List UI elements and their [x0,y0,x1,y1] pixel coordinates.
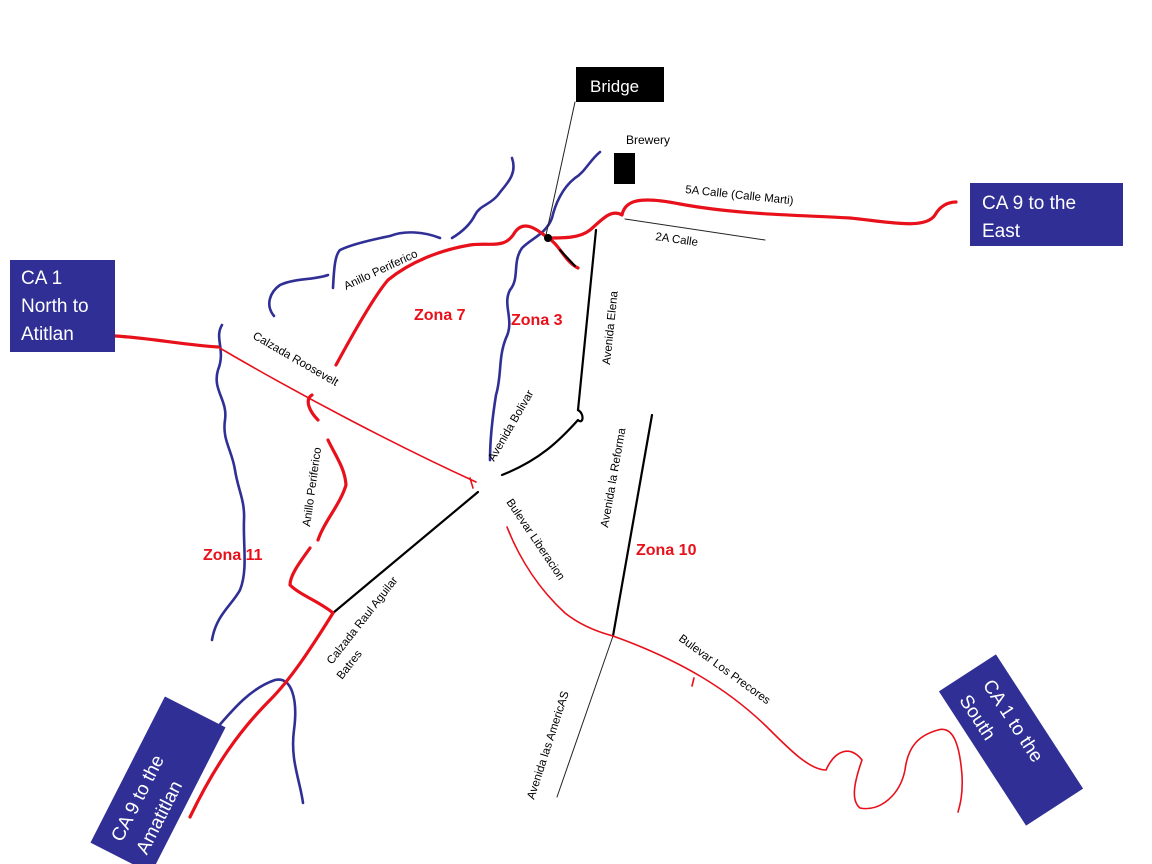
river-north-upper [450,156,515,240]
street-label-calzada-roosevelt: Calzada Roosevelt [251,330,341,389]
street-label-bulevar-los-proceres: Bulevar Los Precores [676,633,772,707]
brewery-box [614,153,635,184]
avenida-la-reforma-line [611,413,654,638]
bridge-pointer [545,101,576,236]
street-label-anillo-periferico-north: Anillo Periferico [342,248,419,293]
route-ca9-east-line1: CA 9 to the [982,193,1076,214]
street-label-2a-calle: 2A Calle [655,231,699,249]
street-2a-calle [624,218,766,241]
street-label-anillo-periferico-west: Anillo Periferico [301,447,324,528]
avenida-bolivar-line [500,408,584,477]
river-north-left [268,273,330,318]
route-ca9-east[interactable]: CA 9 to the East [970,183,1123,246]
street-label-avenida-elena: Avenida Elena [601,290,621,365]
street-avenida-las-americas [556,635,614,798]
anillo-periferico-road-bend [288,546,335,615]
bridge-box [576,67,664,102]
ca1-north-road [113,334,220,349]
tick-bridge [558,248,577,268]
calzada-raul-line [331,490,480,615]
calzada-roosevelt-road [217,346,477,483]
route-ca1-south-box [938,654,1084,826]
road-ticks [469,234,695,687]
zona-7-label: Zona 7 [414,307,466,324]
route-ca1-north-line3: Atitlan [21,324,74,345]
route-ca1-south[interactable]: CA 1 to the South [938,654,1084,826]
anillo-periferico-road-west [306,393,320,422]
calle-5a-road [546,198,958,240]
zona-11-label: Zona 11 [203,547,263,564]
street-label-avenida-las-americas: Avenida las AmericAS [525,690,571,801]
anillo-periferico-road-south [316,438,348,542]
route-ca9-amatitlan-box [90,696,226,864]
avenida-elena-line [576,228,598,412]
tick-roosevelt [469,477,474,489]
bridge-label: Bridge [590,77,639,96]
anillo-periferico-road-north [334,224,580,367]
route-ca9-amatitlan[interactable]: CA 9 to the Amatitlan [90,696,226,864]
street-label-avenida-bolivar: Avenida Bolivar [486,388,536,463]
river-west [210,323,246,642]
thin-streets [545,101,766,798]
bridge-junction [544,234,552,242]
tick-proceres [691,677,695,687]
route-ca1-north-line1: CA 1 [21,268,62,289]
black-avenues [331,228,654,638]
bridge-marker[interactable]: Bridge [576,67,664,102]
red-roads [113,198,963,819]
zona-labels: Zona 7 Zona 3 Zona 11 Zona 10 [203,307,697,564]
bulevar-liberacion-road [506,526,614,637]
route-ca1-north[interactable]: CA 1 North to Atitlan [10,260,115,352]
route-ca1-north-box [10,260,115,352]
street-label-avenida-la-reforma: Avenida la Reforma [599,427,628,529]
zona-3-label: Zona 3 [511,312,563,329]
river-southwest [200,678,305,805]
route-ca9-east-line2: East [982,221,1021,242]
rivers [200,150,602,805]
ca9-amatitlan-road [188,611,335,819]
street-labels: 5A Calle (Calle Marti) 2A Calle Anillo P… [251,184,795,801]
street-label-5a-calle: 5A Calle (Calle Marti) [685,184,794,207]
brewery-marker[interactable]: Brewery [614,133,670,184]
route-ca9-east-box [970,183,1123,246]
zona-10-label: Zona 10 [636,542,697,559]
river-central [488,150,602,462]
route-ca1-north-line2: North to [21,296,89,317]
brewery-label: Brewery [626,133,670,147]
river-north-lower [331,231,442,290]
bulevar-los-proceres-road [612,635,963,813]
